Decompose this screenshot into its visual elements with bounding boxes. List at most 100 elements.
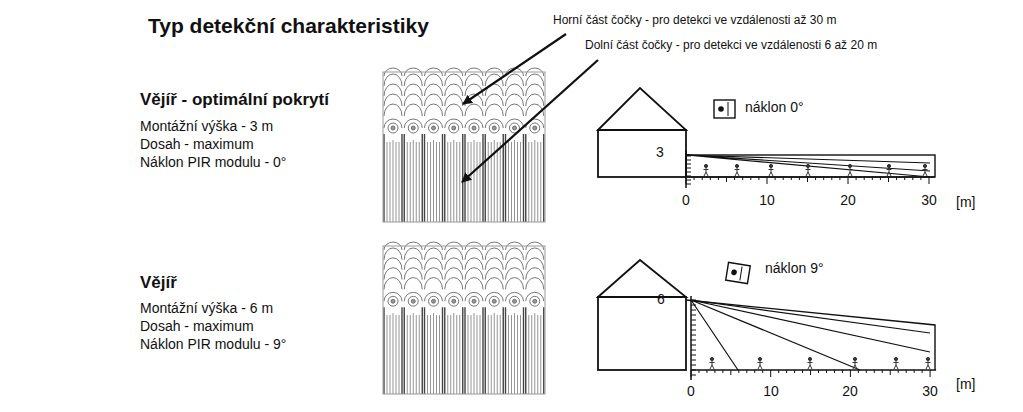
lens-segment — [404, 242, 422, 394]
spec-line: Montážní výška - 3 m — [140, 118, 273, 134]
scale-tick — [691, 330, 696, 331]
scale-tick — [810, 370, 811, 375]
scale-tick — [691, 375, 696, 376]
callout-arrow — [462, 60, 598, 182]
house-diagram — [598, 88, 935, 188]
scale-tick — [758, 177, 759, 180]
scale-tick — [686, 180, 691, 181]
scale-tick — [850, 370, 851, 377]
person-symbol — [806, 164, 811, 176]
scale-tick — [691, 340, 696, 341]
scale-tick — [896, 177, 897, 180]
scale-tick — [842, 370, 843, 373]
scale-tick — [726, 177, 727, 182]
person-symbol — [923, 164, 928, 176]
tilt-label: náklon 0° — [745, 99, 804, 115]
lens-segment — [526, 68, 544, 222]
scale-tick — [922, 370, 923, 373]
person-symbol — [894, 357, 899, 369]
person-symbol — [808, 357, 813, 369]
scale-tick — [686, 160, 691, 161]
scale-tick — [904, 177, 905, 180]
pir-module-icon — [714, 100, 735, 118]
scale-tick — [890, 370, 891, 375]
scale-tick — [706, 370, 707, 373]
person-symbol — [848, 164, 853, 176]
scale-number: 0 — [687, 383, 695, 399]
scale-number: 10 — [763, 383, 779, 399]
scale-tick — [858, 370, 859, 373]
scale-tick — [742, 177, 743, 180]
lens-segment — [526, 242, 544, 394]
spec-line: Dosah - maximum — [140, 318, 254, 334]
scale-number: 20 — [840, 192, 856, 208]
scale-tick — [929, 177, 930, 184]
scale-tick — [734, 177, 735, 180]
callout-arrow — [463, 34, 566, 104]
pir-module-icon — [726, 262, 751, 283]
scale-tick — [794, 370, 795, 373]
house-diagram — [598, 260, 935, 380]
person-symbol — [758, 357, 763, 369]
scale-tick — [746, 370, 747, 373]
lens-image — [384, 68, 544, 222]
scale-tick — [686, 184, 691, 185]
scale-tick — [691, 355, 696, 356]
unit-label: [m] — [956, 376, 975, 392]
scale-tick — [686, 156, 691, 157]
spec-line: Montážní výška - 6 m — [140, 300, 273, 316]
lens-segment — [485, 68, 503, 222]
scale-tick — [691, 315, 696, 316]
section-heading: Vějíř - optimální pokrytí — [140, 90, 329, 110]
scale-tick — [906, 370, 907, 373]
lens-segment — [425, 242, 443, 394]
scale-tick — [888, 177, 889, 182]
scale-tick — [702, 177, 703, 180]
scale-tick — [686, 168, 691, 169]
scale-tick — [691, 305, 696, 306]
scale-tick — [686, 164, 691, 165]
person-symbol — [926, 357, 931, 369]
scale-tick — [714, 370, 715, 373]
scale-axis — [686, 176, 935, 178]
scale-tick — [818, 370, 819, 373]
scale-tick — [807, 177, 808, 182]
scale-tick — [691, 350, 696, 351]
spec-line: Dosah - maximum — [140, 136, 254, 152]
scale-tick — [914, 370, 915, 373]
scale-number: 20 — [842, 383, 858, 399]
lens-segment — [384, 242, 402, 394]
section-heading: Vějíř — [140, 273, 177, 293]
scale-tick — [694, 177, 695, 180]
scale-tick — [775, 177, 776, 180]
lens-segment — [404, 68, 422, 222]
lens-image — [384, 242, 544, 394]
scale-tick — [882, 370, 883, 373]
scale-tick — [856, 177, 857, 180]
scale-tick — [802, 370, 803, 373]
lens-segment — [445, 68, 463, 222]
scale-number: 30 — [921, 192, 937, 208]
scale-tick — [823, 177, 824, 180]
person-symbol — [735, 164, 740, 176]
scale-tick — [686, 176, 691, 177]
lens-segment — [485, 242, 503, 394]
scale-tick — [691, 345, 696, 346]
scale-tick — [898, 370, 899, 373]
tilt-label: náklon 9° — [765, 260, 824, 276]
scale-tick — [691, 310, 696, 311]
scale-tick — [839, 177, 840, 180]
pir-module-icon — [728, 102, 729, 116]
scale-tick — [864, 177, 865, 180]
scale-number: 30 — [922, 383, 938, 399]
height-label: 6 — [657, 291, 665, 307]
scale-tick — [874, 370, 875, 373]
scale-tick — [738, 370, 739, 373]
scale-tick — [778, 370, 779, 373]
unit-label: [m] — [956, 194, 975, 210]
scale-tick — [848, 177, 849, 184]
callout-text: Horní část čočky - pro detekci ve vzdále… — [553, 14, 836, 28]
pir-module-icon — [718, 106, 724, 112]
scale-tick — [783, 177, 784, 180]
scale-tick — [691, 335, 696, 336]
